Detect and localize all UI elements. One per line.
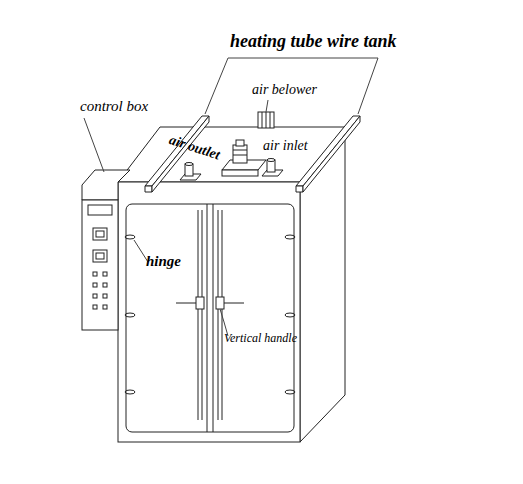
heating-tube-tank (145, 116, 360, 192)
part-label: Vertical handle (224, 332, 297, 345)
part-label: air inlet (263, 138, 308, 153)
air-vent (180, 159, 283, 181)
part-label: hinge (146, 253, 181, 270)
oven-doors (126, 204, 294, 432)
part-label: air belower (252, 82, 317, 97)
control-box (82, 170, 130, 330)
part-label: heating tube wire tank (230, 32, 397, 52)
hinge-symbol (125, 235, 295, 394)
part-label: control box (80, 98, 148, 115)
